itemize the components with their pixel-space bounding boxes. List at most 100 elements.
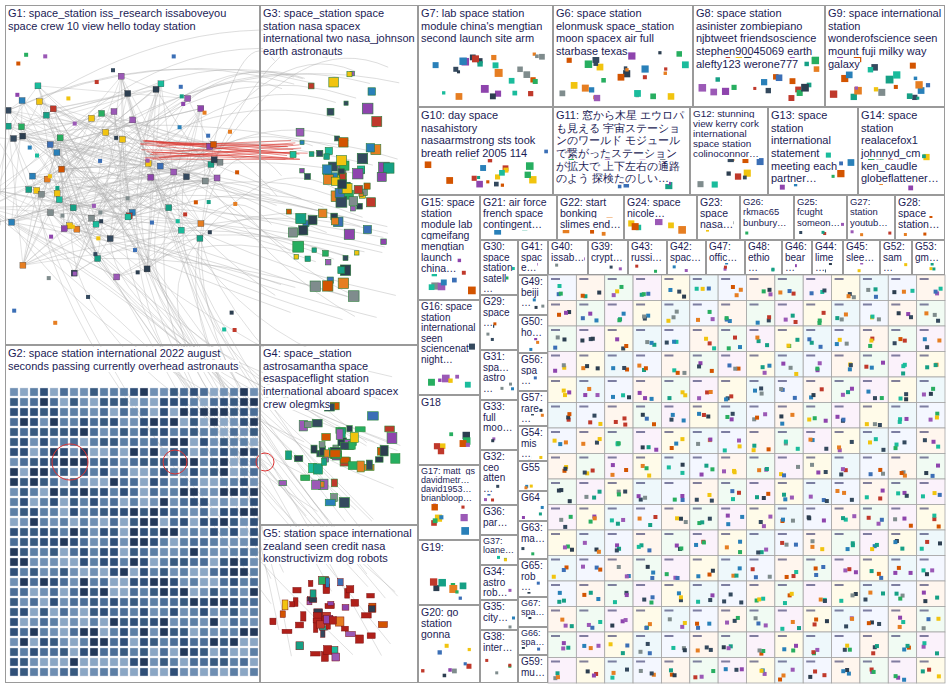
edge-line bbox=[59, 200, 342, 320]
vertex bbox=[180, 608, 188, 616]
vertex bbox=[311, 445, 317, 453]
vertex bbox=[180, 388, 188, 396]
vertex bbox=[801, 84, 809, 92]
vertex bbox=[26, 187, 32, 193]
vertex bbox=[47, 142, 53, 148]
vertex bbox=[95, 256, 101, 262]
vertex bbox=[200, 438, 208, 446]
edge-line bbox=[77, 229, 401, 445]
vertex bbox=[180, 658, 188, 666]
vertex bbox=[780, 185, 785, 190]
vertex bbox=[433, 518, 438, 523]
vertex bbox=[366, 144, 374, 152]
tile-mark bbox=[863, 304, 872, 306]
vertex bbox=[10, 528, 18, 536]
vertex bbox=[622, 312, 626, 316]
vertex bbox=[110, 398, 118, 406]
vertex bbox=[438, 650, 442, 654]
vertex bbox=[160, 588, 168, 596]
edge-line bbox=[98, 218, 388, 258]
edge-line bbox=[92, 94, 336, 218]
vertex bbox=[90, 478, 98, 486]
vertex bbox=[355, 251, 359, 255]
vertex bbox=[170, 538, 178, 546]
vertex bbox=[589, 87, 594, 92]
vertex bbox=[190, 538, 198, 546]
vertex bbox=[150, 408, 158, 416]
vertex bbox=[766, 88, 771, 93]
vertex bbox=[319, 442, 325, 448]
vertex bbox=[210, 538, 218, 546]
vertex bbox=[28, 146, 32, 150]
vertex bbox=[50, 528, 58, 536]
vertex bbox=[144, 266, 150, 272]
vertex bbox=[80, 658, 88, 666]
edge-line bbox=[46, 115, 97, 258]
group-tile bbox=[690, 275, 718, 301]
vertex bbox=[60, 498, 68, 506]
vertex bbox=[293, 587, 301, 592]
vertex bbox=[71, 270, 77, 276]
vertex bbox=[40, 388, 48, 396]
group-tile bbox=[661, 301, 689, 327]
vertex bbox=[180, 588, 188, 596]
vertex bbox=[391, 454, 400, 464]
vertex bbox=[160, 648, 168, 656]
vertex bbox=[240, 428, 248, 436]
vertex bbox=[285, 451, 291, 460]
vertex bbox=[110, 628, 118, 636]
vertex bbox=[171, 169, 177, 175]
vertex bbox=[130, 468, 138, 476]
vertex bbox=[170, 478, 178, 486]
vertex bbox=[130, 398, 138, 406]
vertex bbox=[140, 428, 148, 436]
vertex bbox=[20, 262, 26, 268]
vertex bbox=[70, 598, 78, 606]
vertex bbox=[110, 428, 118, 436]
vertex bbox=[190, 628, 198, 636]
vertex bbox=[98, 210, 102, 214]
vertex bbox=[735, 173, 741, 179]
vertex bbox=[110, 418, 118, 426]
vertex bbox=[288, 228, 297, 237]
vertex bbox=[100, 518, 108, 526]
tile-mark bbox=[693, 329, 702, 331]
vertex bbox=[250, 448, 258, 456]
vertex bbox=[190, 578, 198, 586]
vertex bbox=[830, 90, 837, 97]
group-tile bbox=[747, 275, 775, 301]
vertex bbox=[110, 578, 118, 586]
tile-mark bbox=[608, 304, 617, 306]
vertex bbox=[317, 621, 325, 628]
vertex bbox=[869, 339, 873, 343]
vertex bbox=[724, 266, 727, 269]
vertex bbox=[20, 398, 28, 406]
vertex bbox=[70, 568, 78, 576]
vertex bbox=[60, 568, 68, 576]
vertex bbox=[70, 408, 78, 416]
vertex bbox=[70, 548, 78, 556]
group-tile bbox=[860, 326, 888, 352]
vertex bbox=[618, 74, 625, 81]
vertex bbox=[60, 214, 64, 218]
vertex bbox=[924, 311, 928, 315]
vertex bbox=[30, 408, 38, 416]
vertex bbox=[120, 648, 128, 656]
group-tile bbox=[803, 275, 831, 301]
vertex bbox=[211, 157, 217, 163]
vertex bbox=[324, 154, 330, 160]
vertex bbox=[15, 93, 19, 97]
vertex bbox=[757, 158, 764, 165]
vertex bbox=[198, 221, 204, 227]
vertex bbox=[95, 80, 99, 84]
vertex bbox=[910, 289, 914, 293]
vertex bbox=[469, 344, 475, 350]
tile-mark bbox=[636, 304, 645, 306]
vertex bbox=[290, 152, 296, 158]
vertex bbox=[140, 438, 148, 446]
group-tile bbox=[605, 275, 633, 301]
vertex bbox=[80, 508, 88, 516]
vertex bbox=[190, 598, 198, 606]
tile-mark bbox=[778, 278, 787, 280]
vertex bbox=[10, 468, 18, 476]
